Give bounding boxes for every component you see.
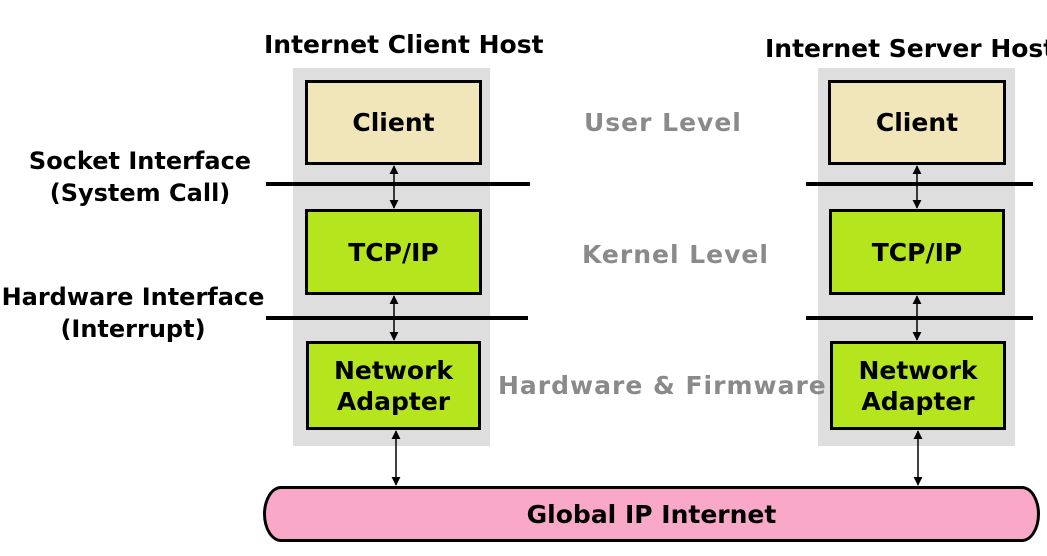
socket-interface-label-line1: Socket Interface — [28, 147, 252, 175]
client-host-title: Internet Client Host — [264, 30, 544, 59]
user-level-label: User Level — [584, 108, 742, 137]
client-host-client-label: Client — [352, 108, 435, 137]
kernel-level-label: Kernel Level — [582, 240, 769, 269]
global-ip-internet: Global IP Internet — [263, 486, 1040, 542]
client-host-tcpip-box: TCP/IP — [305, 209, 482, 295]
server-host-network-adapter-box: Network Adapter — [830, 341, 1006, 430]
hardware-interface-label: Hardware Interface (Interrupt) — [0, 281, 266, 345]
hardware-interface-label-line1: Hardware Interface — [1, 283, 265, 311]
socket-interface-label: Socket Interface (System Call) — [18, 145, 262, 209]
hardware-interface-label-line2: (Interrupt) — [60, 315, 206, 343]
server-host-client-label: Client — [875, 108, 959, 137]
socket-interface-label-line2: (System Call) — [49, 179, 231, 207]
global-ip-internet-label: Global IP Internet — [526, 499, 777, 529]
server-host-title: Internet Server Host — [765, 34, 1047, 63]
client-host-tcpip-label: TCP/IP — [348, 237, 439, 267]
client-host-adapter-label-line1: Network — [333, 355, 454, 385]
client-host-adapter-label-line2: Adapter — [336, 386, 451, 416]
client-host-client-box: Client — [305, 80, 482, 165]
server-host-client-box: Client — [828, 80, 1006, 165]
hardware-firmware-level-label: Hardware & Firmware — [498, 371, 827, 400]
server-host-tcpip-box: TCP/IP — [829, 209, 1005, 295]
client-host-network-adapter-box: Network Adapter — [306, 341, 481, 430]
server-host-adapter-label-line2: Adapter — [861, 386, 975, 416]
server-host-tcpip-label: TCP/IP — [871, 237, 963, 267]
server-host-adapter-label-line1: Network — [858, 355, 978, 385]
